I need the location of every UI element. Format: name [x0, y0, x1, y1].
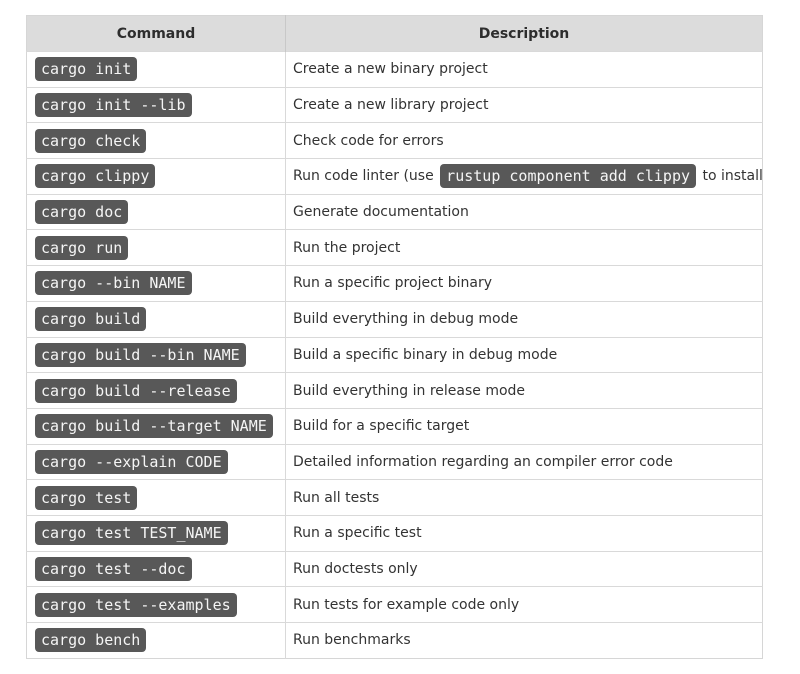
table-row: cargo run Run the project — [26, 229, 763, 266]
table-row: cargo check Check code for errors — [26, 122, 763, 159]
table-row: cargo build --target NAME Build for a sp… — [26, 407, 763, 445]
table-row: cargo build --release Build everything i… — [26, 372, 763, 409]
command-cell: cargo clippy — [26, 158, 286, 195]
command-code: cargo test --doc — [35, 556, 192, 581]
table-row: cargo init --lib Create a new library pr… — [26, 86, 763, 123]
table-row: cargo init Create a new binary project — [26, 51, 763, 88]
description-cell: Generate documentation — [285, 193, 763, 230]
cargo-commands-table: Command Description cargo init Create a … — [26, 15, 763, 659]
column-header-description: Description — [285, 15, 763, 52]
command-cell: cargo build --release — [26, 372, 286, 409]
command-cell: cargo test --examples — [26, 586, 286, 623]
description-cell: Run all tests — [285, 479, 763, 516]
description-cell: Run a specific project binary — [285, 265, 763, 302]
table-row: cargo --explain CODE Detailed informatio… — [26, 443, 763, 480]
command-code: cargo --explain CODE — [35, 449, 228, 474]
column-header-command: Command — [26, 15, 286, 52]
command-cell: cargo check — [26, 122, 286, 159]
command-code: cargo init — [35, 57, 138, 82]
command-cell: cargo init — [26, 51, 286, 88]
command-cell: cargo build --target NAME — [26, 407, 286, 445]
table-header-row: Command Description — [26, 15, 763, 52]
description-cell: Run the project — [285, 229, 763, 266]
table-row: cargo build --bin NAME Build a specific … — [26, 336, 763, 373]
command-code: cargo build --target NAME — [35, 414, 273, 439]
description-cell: Build everything in debug mode — [285, 300, 763, 337]
command-cell: cargo doc — [26, 193, 286, 230]
command-cell: cargo test TEST_NAME — [26, 514, 286, 552]
table-row: cargo test TEST_NAME Run a specific test — [26, 514, 763, 552]
table-row: cargo test --doc Run doctests only — [26, 550, 763, 587]
description-cell: Run a specific test — [285, 514, 763, 552]
command-cell: cargo --bin NAME — [26, 265, 286, 302]
inline-code: rustup component add clippy — [440, 164, 697, 189]
description-cell: Create a new binary project — [285, 51, 763, 88]
description-cell: Build a specific binary in debug mode — [285, 336, 763, 373]
table-row: cargo --bin NAME Run a specific project … — [26, 265, 763, 302]
command-code: cargo build — [35, 307, 147, 332]
description-text: Run code linter (use — [293, 168, 434, 185]
command-cell: cargo test — [26, 479, 286, 516]
description-cell: Run doctests only — [285, 550, 763, 587]
description-cell: Build for a specific target — [285, 407, 763, 445]
description-cell: Check code for errors — [285, 122, 763, 159]
command-code: cargo --bin NAME — [35, 271, 192, 296]
command-code: cargo test TEST_NAME — [35, 521, 228, 546]
command-code: cargo build --bin NAME — [35, 342, 246, 367]
table-row: cargo clippy Run code linter (use rustup… — [26, 158, 763, 195]
command-code: cargo init --lib — [35, 93, 192, 118]
command-code: cargo build --release — [35, 378, 237, 403]
command-cell: cargo --explain CODE — [26, 443, 286, 480]
command-cell: cargo build --bin NAME — [26, 336, 286, 373]
description-cell: Run tests for example code only — [285, 586, 763, 623]
table-row: cargo build Build everything in debug mo… — [26, 300, 763, 337]
description-text: to install) — [702, 168, 763, 185]
command-code: cargo check — [35, 128, 147, 153]
table-row: cargo doc Generate documentation — [26, 193, 763, 230]
description-cell: Run code linter (use rustup component ad… — [285, 158, 763, 195]
command-code: cargo test --examples — [35, 592, 237, 617]
description-cell: Build everything in release mode — [285, 372, 763, 409]
description-cell: Detailed information regarding an compil… — [285, 443, 763, 480]
table-row: cargo test --examples Run tests for exam… — [26, 586, 763, 623]
command-code: cargo bench — [35, 628, 147, 653]
description-cell: Run benchmarks — [285, 622, 763, 659]
command-code: cargo run — [35, 235, 129, 260]
command-code: cargo doc — [35, 200, 129, 225]
command-cell: cargo bench — [26, 622, 286, 659]
command-cell: cargo init --lib — [26, 86, 286, 123]
table-row: cargo test Run all tests — [26, 479, 763, 516]
description-cell: Create a new library project — [285, 86, 763, 123]
command-cell: cargo test --doc — [26, 550, 286, 587]
table-row: cargo bench Run benchmarks — [26, 622, 763, 659]
command-cell: cargo build — [26, 300, 286, 337]
command-code: cargo test — [35, 485, 138, 510]
command-cell: cargo run — [26, 229, 286, 266]
command-code: cargo clippy — [35, 164, 156, 189]
